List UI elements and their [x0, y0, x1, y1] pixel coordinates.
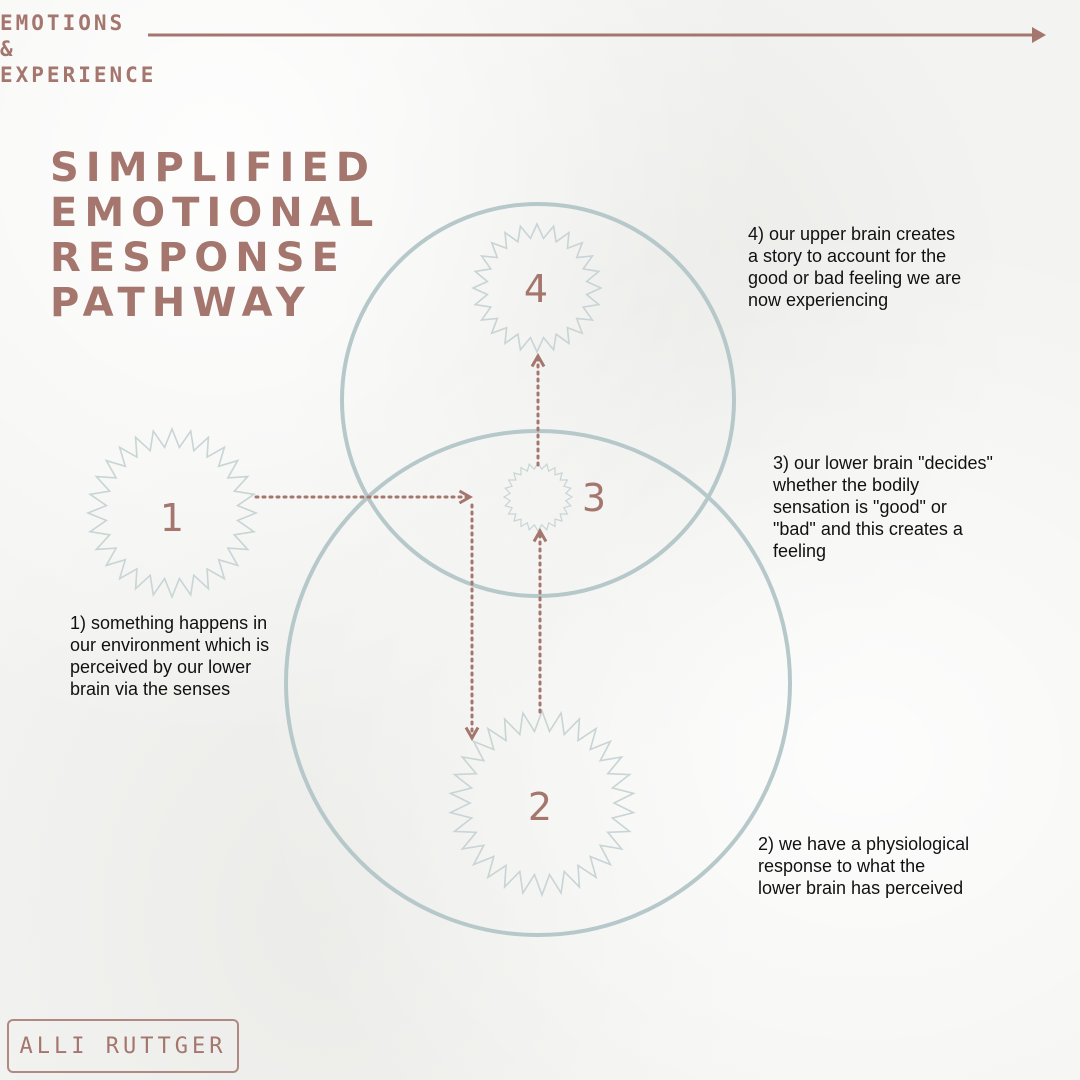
upper-brain-circle [340, 202, 736, 598]
author-badge: ALLI RUTTGER [7, 1019, 239, 1073]
node-1-label: 1 [160, 496, 184, 540]
author-name: ALLI RUTTGER [19, 1033, 227, 1059]
series-label: EMOTIONS & EXPERIENCE [0, 11, 157, 87]
step-4-text: 4) our upper brain creates a story to ac… [748, 224, 962, 310]
node-4-label: 4 [524, 267, 548, 311]
step-1-text: 1) something happens in our environment … [70, 613, 270, 699]
node-3-label: 3 [582, 476, 606, 520]
node-4-starburst [471, 222, 603, 354]
page-title: SIMPLIFIED EMOTIONAL RESPONSE PATHWAY [50, 145, 381, 326]
step-3-text: 3) our lower brain "decides" whether the… [773, 453, 993, 561]
lower-brain-circle [284, 429, 792, 937]
node-2-label: 2 [528, 785, 552, 829]
node-2-starburst [448, 708, 636, 898]
step-2-text: 2) we have a physiological response to w… [758, 834, 970, 898]
header-arrow [148, 27, 1046, 43]
node-3-starburst [502, 461, 574, 533]
node-1-starburst [85, 426, 259, 600]
